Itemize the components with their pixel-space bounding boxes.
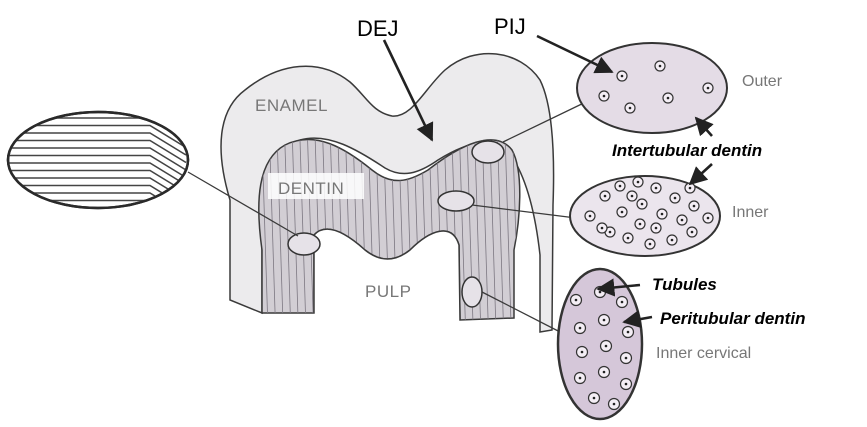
inner-cervical-lens: [558, 269, 642, 419]
tubule-dot: [645, 239, 655, 249]
tubule-dot: [600, 191, 610, 201]
tubule-dot: [703, 213, 713, 223]
inner-label: Inner: [732, 205, 768, 221]
outer-label: Outer: [742, 74, 782, 90]
tubule-dot: [663, 93, 673, 103]
tubule-dot: [623, 327, 634, 338]
tubule-dot: [575, 373, 586, 384]
intertubular-dentin-label: Intertubular dentin: [612, 142, 762, 159]
tubule-dot: [599, 315, 610, 326]
tubule-dot: [651, 223, 661, 233]
tubule-dot: [633, 177, 643, 187]
enamel-label: ENAMEL: [255, 97, 328, 114]
tubule-dot: [655, 61, 665, 71]
dej-label: DEJ: [357, 18, 399, 40]
sample-spot-left: [288, 233, 320, 255]
tubule-dot: [599, 91, 609, 101]
tubule-dot: [677, 215, 687, 225]
outer-dentin-lens: [577, 43, 727, 133]
tubule-dot: [621, 353, 632, 364]
tubule-dot: [599, 367, 610, 378]
tubule-dot: [637, 199, 647, 209]
pij-label: PIJ: [494, 16, 526, 38]
inner-cervical-label: Inner cervical: [656, 346, 751, 362]
tubule-dot: [601, 341, 612, 352]
tubule-dot: [609, 399, 620, 410]
tubule-dot: [617, 207, 627, 217]
sample-spot-outer: [472, 141, 504, 163]
tubule-dot: [617, 297, 628, 308]
tubule-dot: [651, 183, 661, 193]
dentin-label: DENTIN: [278, 180, 344, 197]
tubule-dot: [627, 191, 637, 201]
pulp-label: PULP: [365, 283, 411, 300]
tubule-dot: [575, 323, 586, 334]
tubule-dot: [625, 103, 635, 113]
tubule-dot: [623, 233, 633, 243]
tubule-dot: [670, 193, 680, 203]
tubule-dot: [597, 223, 607, 233]
enamel-prism-lens: [5, 112, 188, 223]
tubule-dot: [571, 295, 582, 306]
tubule-dot: [703, 83, 713, 93]
tubule-dot: [589, 393, 600, 404]
sample-spot-inner: [438, 191, 474, 211]
tubule-dot: [615, 181, 625, 191]
tubule-dot: [585, 211, 595, 221]
tubule-dot: [617, 71, 627, 81]
tubule-dot: [685, 183, 695, 193]
tubule-dot: [657, 209, 667, 219]
peritubular-dentin-label: Peritubular dentin: [660, 310, 805, 327]
tubule-dot: [621, 379, 632, 390]
tubule-dot: [687, 227, 697, 237]
tubule-dot: [635, 219, 645, 229]
sample-spot-cervical: [462, 277, 482, 307]
intertubular-arrow-bottom: [690, 164, 712, 184]
tubule-dot: [667, 235, 677, 245]
tubules-label: Tubules: [652, 276, 717, 293]
tubule-dot: [577, 347, 588, 358]
inner-dentin-lens: [570, 176, 720, 256]
tubule-dot: [689, 201, 699, 211]
